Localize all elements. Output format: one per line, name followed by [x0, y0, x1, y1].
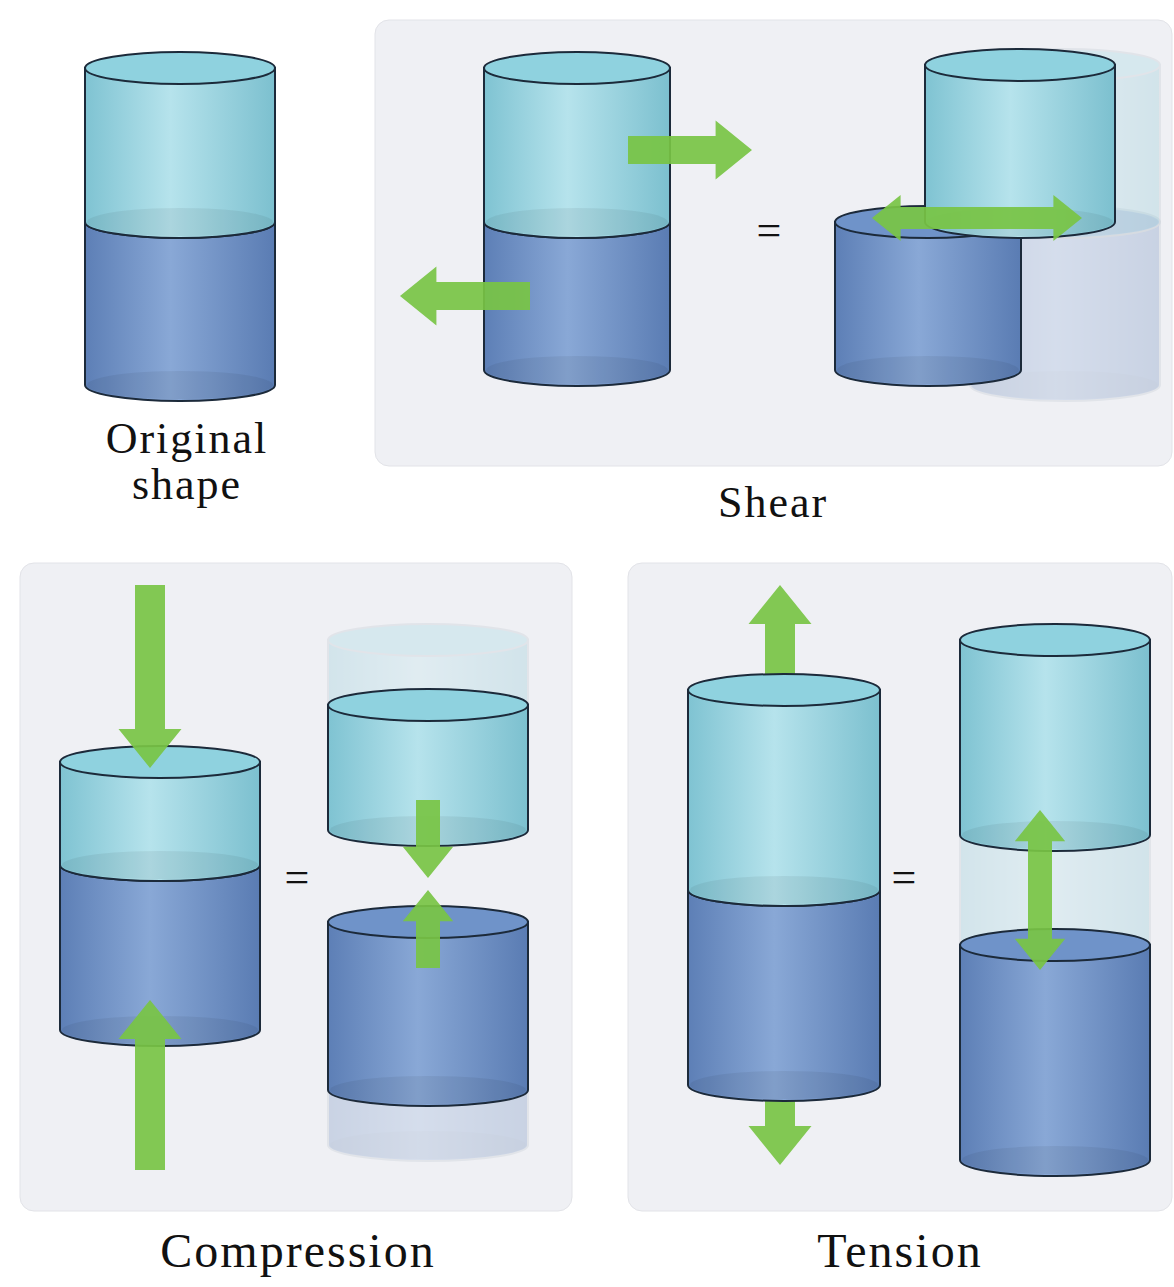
equals-sign: = [740, 208, 800, 254]
panel-caption: Tension [700, 1226, 1100, 1276]
double-arrow [1015, 810, 1065, 970]
force-arrow [403, 800, 453, 878]
cylinder-segment [328, 624, 528, 721]
panel-caption: Shear [623, 480, 923, 526]
force-arrow [119, 585, 182, 768]
equals-sign: = [875, 855, 935, 901]
panel-caption: Original shape [87, 416, 287, 508]
panel [628, 563, 1172, 1211]
cylinder-segment [328, 1074, 528, 1161]
cylinder-segment [688, 674, 880, 906]
cylinder-segment [960, 929, 1150, 1176]
panel [20, 563, 572, 1211]
panel [375, 20, 1172, 466]
panel-caption: Compression [98, 1226, 498, 1276]
force-arrow [628, 121, 752, 180]
cylinder-segment [688, 874, 880, 1101]
equals-sign: = [268, 855, 328, 901]
cylinder-segment [60, 746, 260, 881]
double-arrow [872, 195, 1082, 241]
cylinder-segment [85, 206, 275, 401]
force-arrow [119, 1000, 182, 1170]
force-arrow [400, 267, 530, 326]
cylinder-segment [960, 624, 1150, 851]
cylinder-segment [85, 52, 275, 238]
force-arrow [403, 890, 453, 968]
